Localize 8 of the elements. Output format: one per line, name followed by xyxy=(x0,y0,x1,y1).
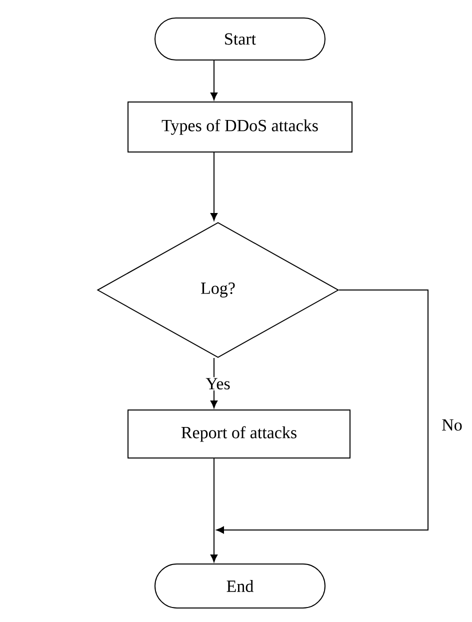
arrow xyxy=(216,290,428,534)
arrow xyxy=(210,60,218,100)
edge-label: No xyxy=(440,418,464,432)
edge-label: Yes xyxy=(204,377,232,390)
process-box: Report of attacks xyxy=(128,410,350,458)
arrow xyxy=(210,458,218,562)
process-box: Types of DDoS attacks xyxy=(128,102,352,152)
arrow xyxy=(210,152,218,221)
